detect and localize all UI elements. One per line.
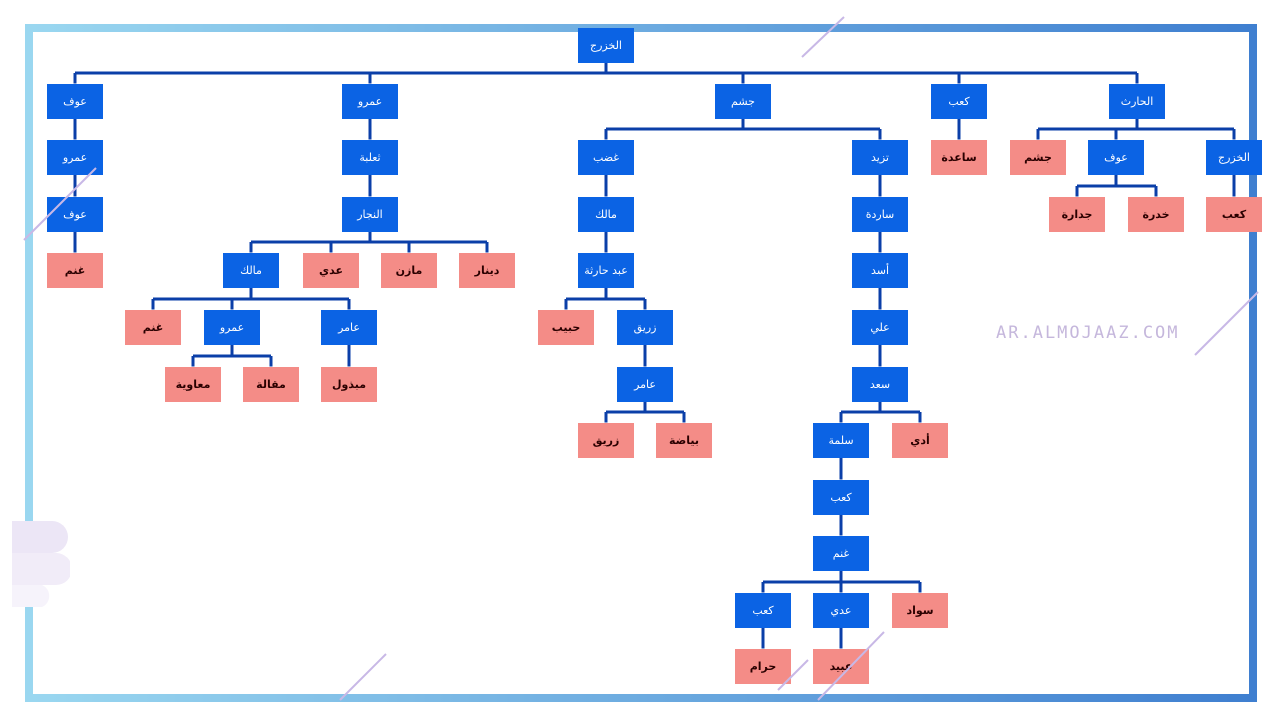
tree-leaf-node: غنم xyxy=(47,252,103,288)
tree-node: عدي xyxy=(813,592,869,628)
tree-leaf-node: جدارة xyxy=(1049,196,1105,232)
tree-node: عامر xyxy=(321,309,377,345)
diagram-frame xyxy=(25,24,1257,702)
tree-leaf-node: عبيد xyxy=(813,648,869,684)
tree-node: كعب xyxy=(931,83,987,119)
tree-leaf-node: جشم xyxy=(1010,139,1066,175)
tree-leaf-node: مازن xyxy=(381,252,437,288)
tree-node: سلمة xyxy=(813,422,869,458)
tree-leaf-node: أدي xyxy=(892,422,948,458)
tree-node: الخزرج xyxy=(1206,139,1262,175)
tree-node: ساردة xyxy=(852,196,908,232)
tree-node: كعب xyxy=(813,479,869,515)
tree-node: عوف xyxy=(47,196,103,232)
tree-leaf-node: بياضة xyxy=(656,422,712,458)
tree-node: عوف xyxy=(47,83,103,119)
tree-node: غنم xyxy=(813,535,869,571)
tree-leaf-node: سواد xyxy=(892,592,948,628)
tree-node: غضب xyxy=(578,139,634,175)
tree-leaf-node: مقالة xyxy=(243,366,299,402)
tree-leaf-node: معاوية xyxy=(165,366,221,402)
tree-node: مالك xyxy=(578,196,634,232)
tree-node: النجار xyxy=(342,196,398,232)
tree-leaf-node: زريق xyxy=(578,422,634,458)
tree-leaf-node: خدرة xyxy=(1128,196,1184,232)
tree-node: أسد xyxy=(852,252,908,288)
tree-node: مالك xyxy=(223,252,279,288)
watermark: AR.ALMOJAAZ.COM xyxy=(996,323,1180,343)
tree-node: عوف xyxy=(1088,139,1144,175)
tree-node: زريق xyxy=(617,309,673,345)
tree-node: الخزرج xyxy=(578,27,634,63)
tree-leaf-node: حرام xyxy=(735,648,791,684)
tree-node: ثعلبة xyxy=(342,139,398,175)
tree-node: عبد حارثة xyxy=(578,252,634,288)
tree-node: سعد xyxy=(852,366,908,402)
tree-node: عمرو xyxy=(204,309,260,345)
tree-node: جشم xyxy=(715,83,771,119)
tree-leaf-node: حبيب xyxy=(538,309,594,345)
tree-node: تزيد xyxy=(852,139,908,175)
tree-leaf-node: كعب xyxy=(1206,196,1262,232)
tree-leaf-node: مبذول xyxy=(321,366,377,402)
tree-node: علي xyxy=(852,309,908,345)
tree-node: كعب xyxy=(735,592,791,628)
tree-leaf-node: غنم xyxy=(125,309,181,345)
decorative-shape-icon xyxy=(12,521,70,607)
tree-leaf-node: ساعدة xyxy=(931,139,987,175)
tree-node: عمرو xyxy=(342,83,398,119)
tree-node: عمرو xyxy=(47,139,103,175)
tree-node: الحارث xyxy=(1109,83,1165,119)
tree-leaf-node: عدي xyxy=(303,252,359,288)
tree-node: عامر xyxy=(617,366,673,402)
tree-leaf-node: دينار xyxy=(459,252,515,288)
